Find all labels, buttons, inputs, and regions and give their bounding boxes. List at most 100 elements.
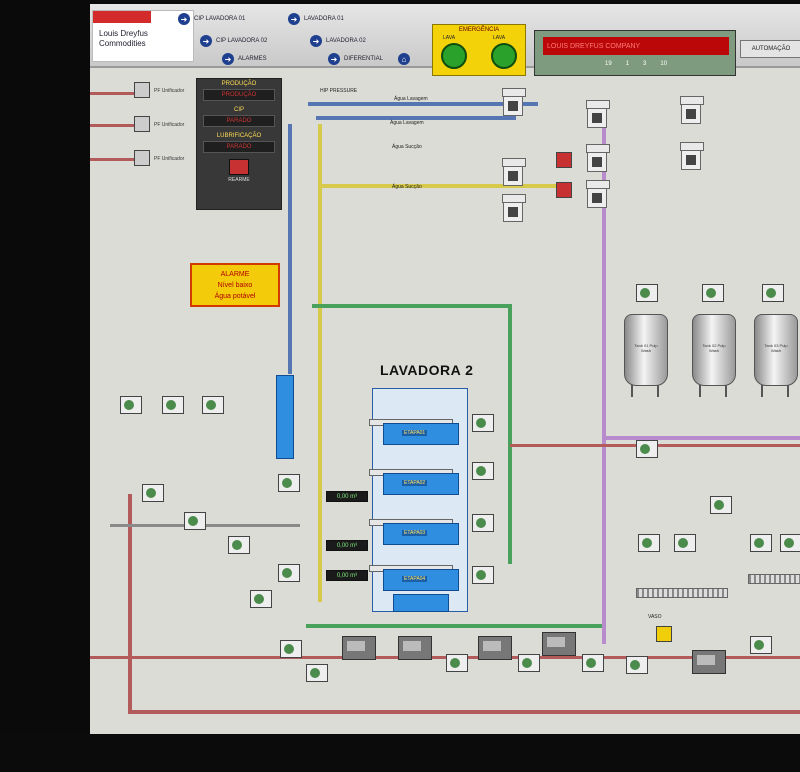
label-agua-succao-1: Água Sucção: [392, 144, 422, 150]
emergency-left-label: LAVA: [443, 35, 456, 41]
pump-r-2[interactable]: [638, 534, 660, 552]
arrow-right-icon: ➜: [288, 13, 300, 25]
valve-bottom-4[interactable]: [518, 654, 540, 672]
valve[interactable]: [681, 104, 701, 124]
tank-valve-1[interactable]: [636, 284, 658, 302]
pump-r-5[interactable]: [750, 534, 772, 552]
pipe-purple-2: [602, 436, 800, 440]
pump-r-4[interactable]: [710, 496, 732, 514]
pump-left-8[interactable]: [278, 564, 300, 582]
tank-leg: [787, 385, 789, 397]
motor-4[interactable]: [542, 632, 576, 656]
pump-left-7[interactable]: [278, 474, 300, 492]
valve-bottom-1[interactable]: [280, 640, 302, 658]
emergency-right-label: LAVA: [493, 35, 506, 41]
nav-cip-lavadora-02[interactable]: ➜ CIP LAVADORA 02: [200, 34, 267, 48]
pump-left-5[interactable]: [184, 512, 206, 530]
home-icon: ⌂: [398, 53, 410, 65]
label-agua-succao-2: Água Sucção: [392, 184, 422, 190]
label-pf-2: PF Unificador: [154, 122, 185, 128]
tag-pf-1[interactable]: [134, 82, 150, 98]
pipe-yellow-2: [318, 184, 558, 188]
valve[interactable]: [587, 152, 607, 172]
pump-left-4[interactable]: [142, 484, 164, 502]
motor-2[interactable]: [398, 636, 432, 660]
alarm-count-warning: 1: [625, 61, 630, 67]
stage-label: ETAPA01: [402, 430, 428, 436]
motor-3[interactable]: [478, 636, 512, 660]
pump-r-1[interactable]: [636, 440, 658, 458]
pump-left-2[interactable]: [162, 396, 184, 414]
tag-pf-2[interactable]: [134, 116, 150, 132]
stage-label: ETAPA02: [402, 480, 428, 486]
tank-valve-2[interactable]: [702, 284, 724, 302]
reset-button[interactable]: [229, 159, 249, 175]
tank-2[interactable]: Tank 02 Pulp Wash: [692, 314, 736, 397]
pipe-red-1: [90, 92, 134, 95]
pump-left-1[interactable]: [120, 396, 142, 414]
alarm-summary: LOUIS DREYFUS COMPANY 19 1 3 10: [534, 30, 736, 76]
valve[interactable]: [503, 166, 523, 186]
nav-label: DIFERENTIAL: [344, 56, 384, 62]
valve[interactable]: [503, 202, 523, 222]
valve[interactable]: [587, 108, 607, 128]
label-agua-lavagem-1: Água Lavagem: [394, 96, 428, 102]
washer-stage-3[interactable]: ETAPA03: [383, 523, 459, 545]
pump-right-4[interactable]: [472, 566, 494, 584]
nav-label: CIP LAVADORA 02: [216, 38, 268, 44]
valve[interactable]: [503, 96, 523, 116]
tank-valve-3[interactable]: [762, 284, 784, 302]
washer-hopper[interactable]: [393, 594, 449, 612]
valve-bottom-3[interactable]: [446, 654, 468, 672]
tank-3[interactable]: Tank 03 Pulp Wash: [754, 314, 798, 397]
emergency-title: EMERGÊNCIA: [458, 27, 500, 33]
stage-label: ETAPA03: [402, 530, 428, 536]
alarm-indicator[interactable]: [556, 182, 572, 198]
pump-r-3[interactable]: [674, 534, 696, 552]
pump-right-1[interactable]: [472, 414, 494, 432]
arrow-right-icon: ➜: [178, 13, 190, 25]
washer-stage-1[interactable]: ETAPA01: [383, 423, 459, 445]
arrow-right-icon: ➜: [222, 53, 234, 65]
nav-label: LAVADORA 02: [326, 38, 366, 44]
nav-alarmes[interactable]: ➜ ALARMES: [222, 52, 267, 66]
nav-lavadora-01[interactable]: ➜ LAVADORA 01: [288, 12, 344, 26]
status-field-2: PARADO: [203, 115, 275, 127]
pipe-red-4: [128, 494, 132, 714]
filter-column[interactable]: [276, 375, 294, 459]
automation-button[interactable]: AUTOMAÇÃO: [740, 40, 800, 58]
pipe-red-5: [128, 710, 800, 714]
pump-right-3[interactable]: [472, 514, 494, 532]
emergency-right-button[interactable]: [491, 43, 517, 69]
pump-left-3[interactable]: [202, 396, 224, 414]
emergency-left-button[interactable]: [441, 43, 467, 69]
motor-1[interactable]: [342, 636, 376, 660]
valve[interactable]: [587, 188, 607, 208]
brand-logo: Louis Dreyfus Commodities: [92, 10, 194, 62]
pipe-green-2: [508, 304, 512, 564]
pump-left-6[interactable]: [228, 536, 250, 554]
nav-diferential[interactable]: ➜ DIFERENTIAL: [328, 52, 383, 66]
valve-bottom-7[interactable]: [750, 636, 772, 654]
pump-left-9[interactable]: [250, 590, 272, 608]
washer-stage-2[interactable]: ETAPA02: [383, 473, 459, 495]
pipe-green-1: [312, 304, 512, 308]
alarm-line-1: ALARME: [220, 271, 250, 278]
valve-bottom-5[interactable]: [582, 654, 604, 672]
pump-right-2[interactable]: [472, 462, 494, 480]
label-pf-1: PF Unificador: [154, 88, 185, 94]
tank-1[interactable]: Tank 01 Pulp Wash: [624, 314, 668, 397]
home-button[interactable]: ⌂: [398, 52, 410, 66]
washer-stage-4[interactable]: ETAPA04: [383, 569, 459, 591]
alarm-indicator[interactable]: [556, 152, 572, 168]
valve[interactable]: [681, 150, 701, 170]
valve-bottom-2[interactable]: [306, 664, 328, 682]
pump-r-6[interactable]: [780, 534, 800, 552]
vaso-indicator[interactable]: [656, 626, 672, 642]
motor-5[interactable]: [692, 650, 726, 674]
nav-cip-lavadora-01[interactable]: ➜ CIP LAVADORA 01: [178, 12, 245, 26]
nav-lavadora-02[interactable]: ➜ LAVADORA 02: [310, 34, 366, 48]
tag-pf-3[interactable]: [134, 150, 150, 166]
valve-bottom-6[interactable]: [626, 656, 648, 674]
